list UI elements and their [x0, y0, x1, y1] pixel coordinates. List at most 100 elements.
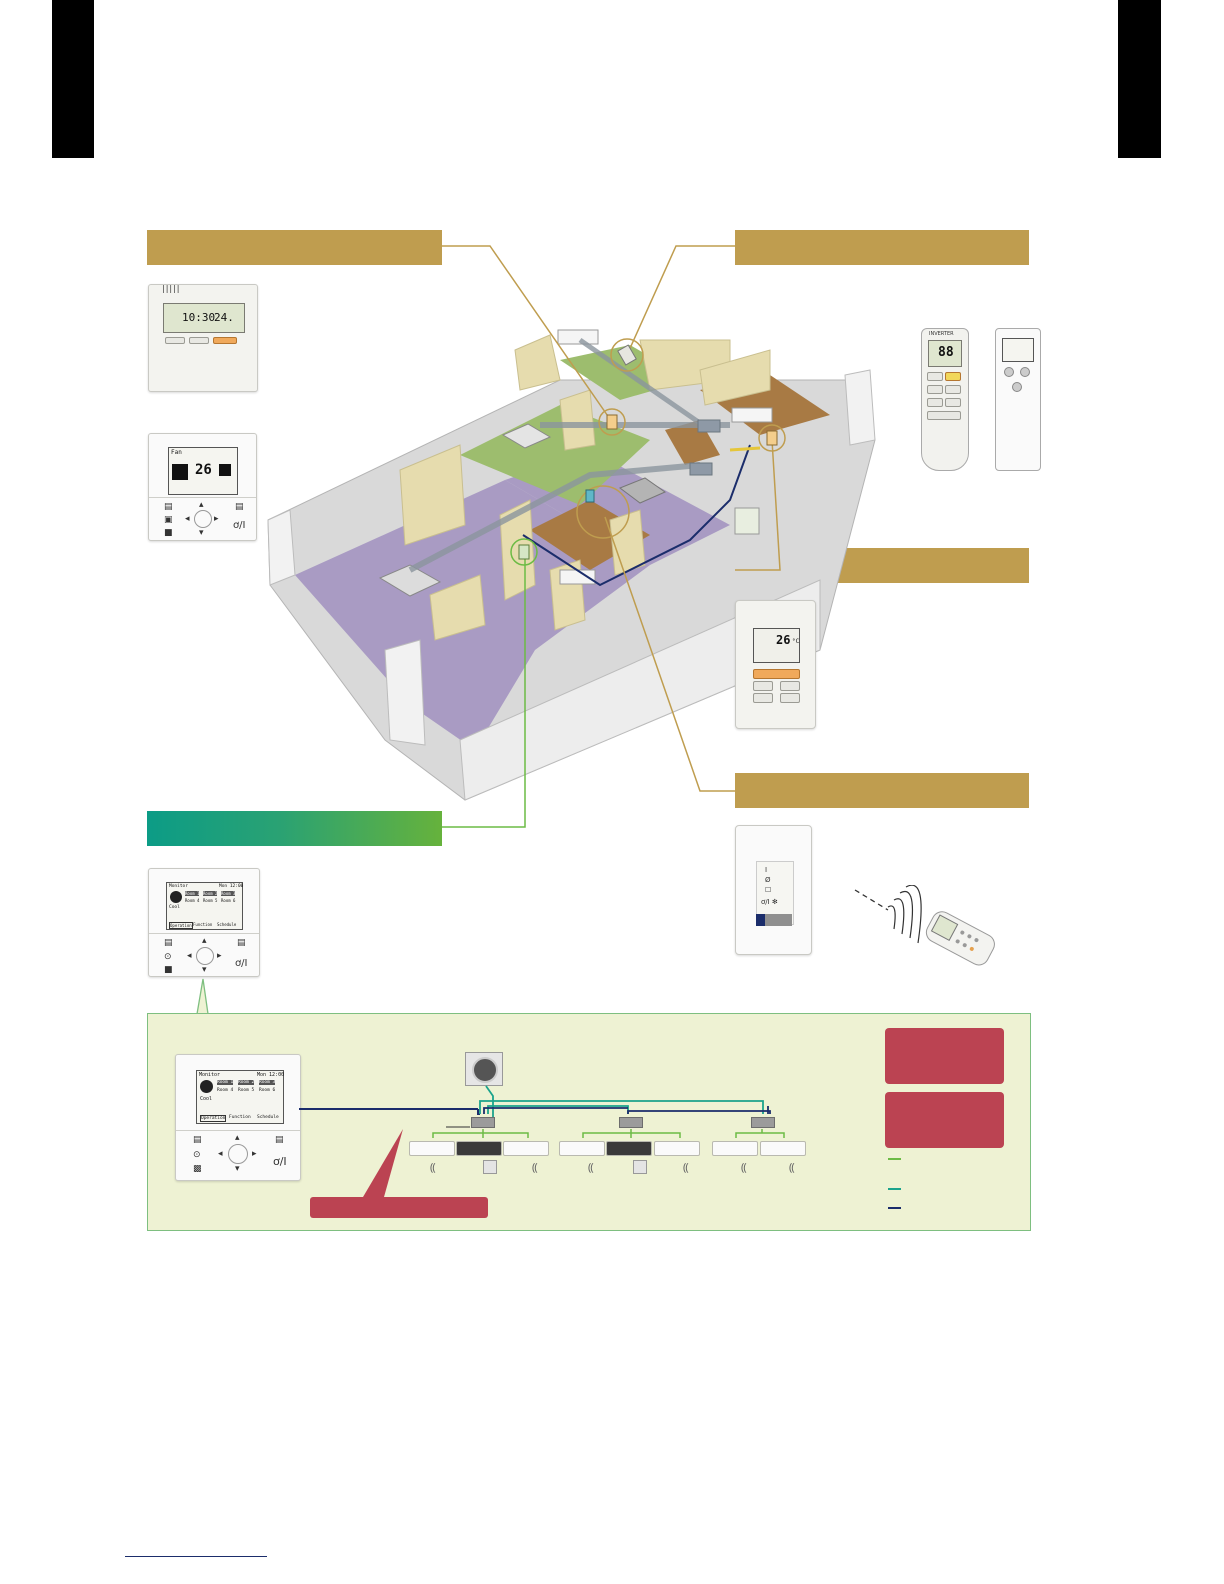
- remote-timer-button[interactable]: [927, 398, 943, 407]
- stop-icon[interactable]: ▩: [193, 1164, 202, 1174]
- wall-mounted-unit: [760, 1141, 806, 1156]
- settings-icon[interactable]: ▣: [164, 515, 173, 525]
- fan-button[interactable]: [189, 337, 209, 344]
- right-arrow-icon[interactable]: ▸: [252, 1149, 257, 1159]
- cassette-unit: [378, 564, 442, 597]
- up-arrow-icon[interactable]: ▴: [202, 936, 207, 946]
- left-edge-tab: [52, 0, 94, 158]
- room-label[interactable]: Room 3: [221, 891, 236, 896]
- menu-icon[interactable]: ▤: [164, 938, 173, 948]
- left-arrow-icon[interactable]: ◂: [187, 951, 192, 961]
- stop-icon[interactable]: ■: [164, 528, 173, 538]
- room-label[interactable]: Room 5: [203, 898, 218, 903]
- simple-mode-button[interactable]: [753, 681, 773, 691]
- down-arrow-icon[interactable]: ▾: [202, 965, 207, 975]
- enter-button[interactable]: [228, 1144, 248, 1164]
- menu-icon[interactable]: ▤: [193, 1135, 202, 1145]
- remote-signal-illustration: [854, 885, 995, 966]
- room-label[interactable]: Room 6: [259, 1088, 276, 1093]
- floor-plan-illustration: [267, 329, 876, 801]
- info-box: [885, 1092, 1004, 1148]
- receiver-sensor-strip: [756, 914, 792, 926]
- remote-slim-button[interactable]: [1012, 382, 1022, 392]
- lcd-screen: 10:30 24.: [163, 303, 245, 333]
- remote-fan-button[interactable]: [927, 385, 943, 394]
- up-arrow-icon[interactable]: ▴: [199, 500, 204, 510]
- remote-signal-icon: ⸨: [683, 1161, 689, 1174]
- down-arrow-icon[interactable]: ▾: [199, 528, 204, 538]
- tab-function[interactable]: Function: [229, 1115, 251, 1120]
- indicator-label: ☐: [765, 886, 772, 894]
- power-icon[interactable]: ơ/I: [273, 1155, 287, 1168]
- wireless-remote-slim: [995, 328, 1041, 471]
- section-bar-central-controller: [147, 811, 442, 846]
- indicator-label: Ø: [765, 876, 771, 884]
- menu-icon[interactable]: ▤: [164, 502, 173, 512]
- down-arrow-icon[interactable]: ▾: [235, 1164, 240, 1174]
- left-arrow-icon[interactable]: ◂: [218, 1149, 223, 1159]
- room-label[interactable]: Room 4: [217, 1088, 234, 1093]
- wall-mounted-unit: [712, 1141, 758, 1156]
- simple-power-button[interactable]: [753, 669, 800, 679]
- ceiling-unit: [456, 1141, 502, 1156]
- remote-temp: 88: [938, 345, 954, 360]
- remote-mode-button[interactable]: [927, 372, 943, 381]
- room-label[interactable]: Room 4: [185, 898, 200, 903]
- room-label[interactable]: Room 5: [238, 1088, 255, 1093]
- remote-power-button[interactable]: [945, 372, 961, 381]
- room-label[interactable]: Room 6: [221, 898, 236, 903]
- caption-bar: [310, 1197, 488, 1218]
- tab-schedule[interactable]: Schedule: [257, 1115, 279, 1120]
- remote-slim-button[interactable]: [1004, 367, 1014, 377]
- back-icon[interactable]: ▤: [237, 938, 246, 948]
- mode-button[interactable]: [165, 337, 185, 344]
- right-arrow-icon[interactable]: ▸: [214, 514, 219, 524]
- tab-schedule[interactable]: Schedule: [217, 922, 237, 927]
- section-bar-wired-controllers: [147, 230, 442, 265]
- power-button[interactable]: [213, 337, 237, 344]
- stop-icon[interactable]: ■: [164, 965, 173, 975]
- left-arrow-icon[interactable]: ◂: [185, 514, 190, 524]
- simple-unit: °C: [792, 638, 800, 645]
- panel-central-lcd: Monitor Mon 12:00 Cool Room 1 Room 2 Roo…: [196, 1070, 284, 1124]
- room-label[interactable]: Room 2: [203, 891, 218, 896]
- right-arrow-icon[interactable]: ▸: [217, 951, 222, 961]
- wall-mounted-unit: [409, 1141, 455, 1156]
- panel-central-controller: Monitor Mon 12:00 Cool Room 1 Room 2 Roo…: [175, 1054, 301, 1181]
- enter-button[interactable]: [196, 947, 214, 965]
- tab-operation[interactable]: Operation: [200, 1115, 227, 1122]
- up-arrow-icon[interactable]: ▴: [235, 1133, 240, 1143]
- wall-mounted-unit: [559, 1141, 605, 1156]
- branch-box: [751, 1117, 775, 1128]
- wall: [514, 334, 561, 391]
- remote-swing-button[interactable]: [945, 385, 961, 394]
- room-label[interactable]: Room 3: [259, 1080, 276, 1085]
- room-label[interactable]: Room 2: [238, 1080, 255, 1085]
- wired-lcd-controller: ||||| 10:30 24.: [148, 284, 258, 392]
- remote-set-button[interactable]: [945, 398, 961, 407]
- enter-button[interactable]: [194, 510, 212, 528]
- settings-icon[interactable]: ⊙: [164, 952, 172, 962]
- simple-down-button[interactable]: [780, 693, 800, 703]
- simple-fan-button[interactable]: [753, 693, 773, 703]
- tab-operation[interactable]: Operation: [169, 922, 193, 929]
- right-edge-tab: [1118, 0, 1161, 158]
- room-label[interactable]: Room 1: [185, 891, 200, 896]
- tab-function[interactable]: Function: [193, 922, 213, 927]
- remote-temp-button[interactable]: [927, 411, 961, 420]
- remote-brand: INVERTER: [929, 331, 954, 337]
- power-icon[interactable]: ơ/I: [233, 520, 246, 531]
- remote-slim-button[interactable]: [1020, 367, 1030, 377]
- info-box: [885, 1028, 1004, 1084]
- back-icon[interactable]: ▤: [275, 1135, 284, 1145]
- simple-up-button[interactable]: [780, 681, 800, 691]
- remote-signal-icon: ⸨: [532, 1161, 538, 1174]
- section-bar-receiver: [735, 773, 1029, 808]
- indicator-label: I: [765, 866, 768, 874]
- lcd-temp: 24.: [214, 311, 234, 324]
- room-label[interactable]: Room 1: [217, 1080, 234, 1085]
- settings-icon[interactable]: ⊙: [193, 1150, 201, 1160]
- cool-mode-icon: [170, 891, 182, 903]
- back-icon[interactable]: ▤: [235, 502, 244, 512]
- power-icon[interactable]: ơ/I: [235, 958, 248, 969]
